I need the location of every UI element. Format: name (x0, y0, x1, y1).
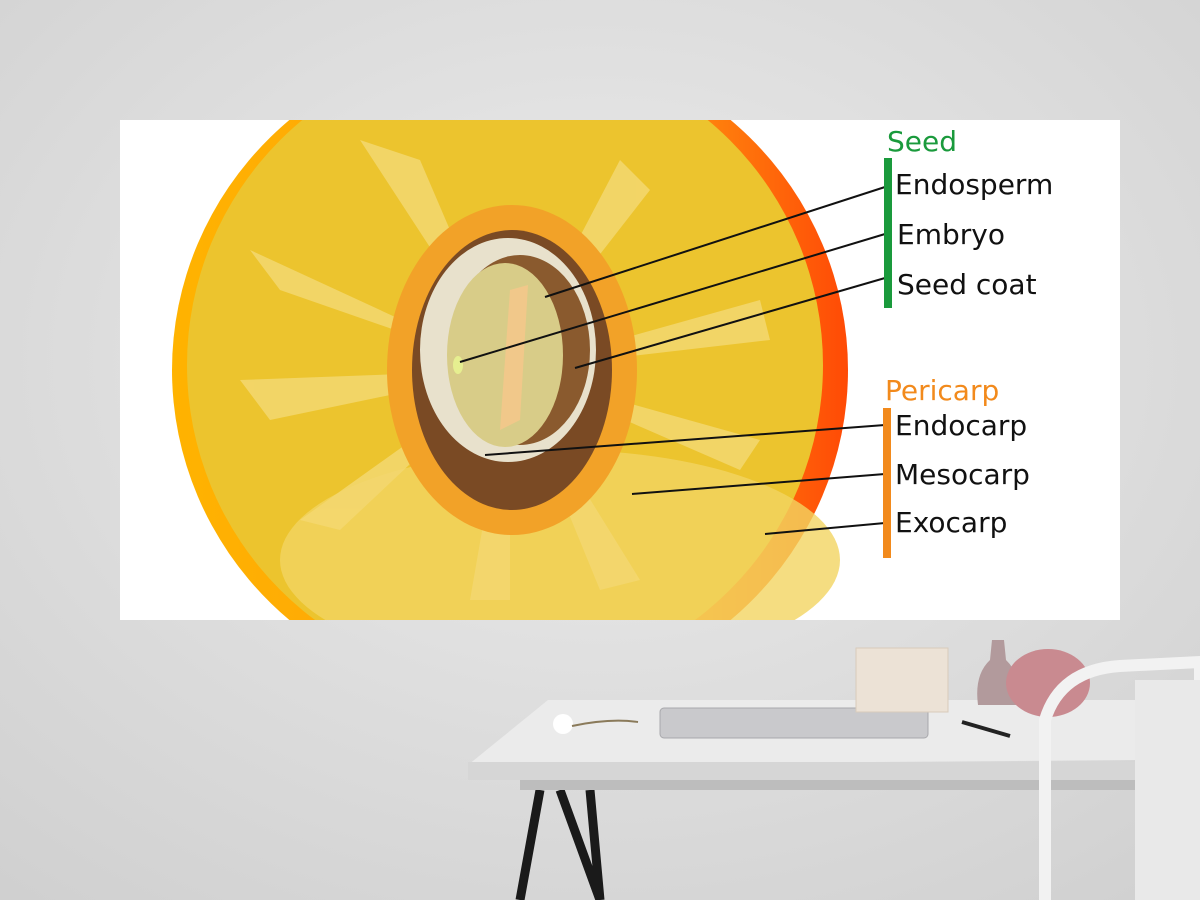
label-exocarp: Exocarp (895, 506, 1007, 539)
seed-group-bar (884, 158, 892, 308)
endosperm-shape (447, 263, 563, 447)
chair (1039, 655, 1200, 900)
leader-lines (459, 186, 886, 535)
label-endocarp: Endocarp (895, 409, 1027, 442)
leader-embryo (459, 233, 886, 363)
poster: Seed Endosperm Embryo Seed coat Pericarp… (120, 120, 1120, 620)
leader-endocarp (484, 424, 886, 456)
vase-round (1006, 649, 1090, 717)
flower-stem (571, 719, 639, 727)
pen (961, 720, 1011, 738)
desk-underside (520, 780, 1140, 790)
pericarp-group-bar (883, 408, 891, 558)
desk (468, 640, 1200, 900)
label-mesocarp: Mesocarp (895, 458, 1030, 491)
leader-exocarp (764, 522, 886, 535)
desk-legs (515, 788, 605, 900)
embryo-shape (500, 285, 528, 430)
flower (553, 714, 573, 734)
pericarp-group-title: Pericarp (885, 374, 999, 407)
leader-seed-coat (574, 277, 886, 369)
desk-edge (468, 762, 1148, 780)
label-embryo: Embryo (897, 218, 1005, 251)
chair-back (1135, 680, 1200, 900)
leader-mesocarp (631, 473, 886, 495)
seed-group-title: Seed (887, 125, 957, 158)
laptop (659, 707, 929, 739)
mesocarp-highlight (280, 450, 840, 620)
label-endosperm: Endosperm (895, 168, 1053, 201)
fruit-illustration (172, 120, 848, 620)
embryo-tip (453, 356, 463, 374)
leader-endosperm (544, 186, 886, 298)
label-seed-coat: Seed coat (897, 268, 1037, 301)
box (855, 647, 949, 713)
